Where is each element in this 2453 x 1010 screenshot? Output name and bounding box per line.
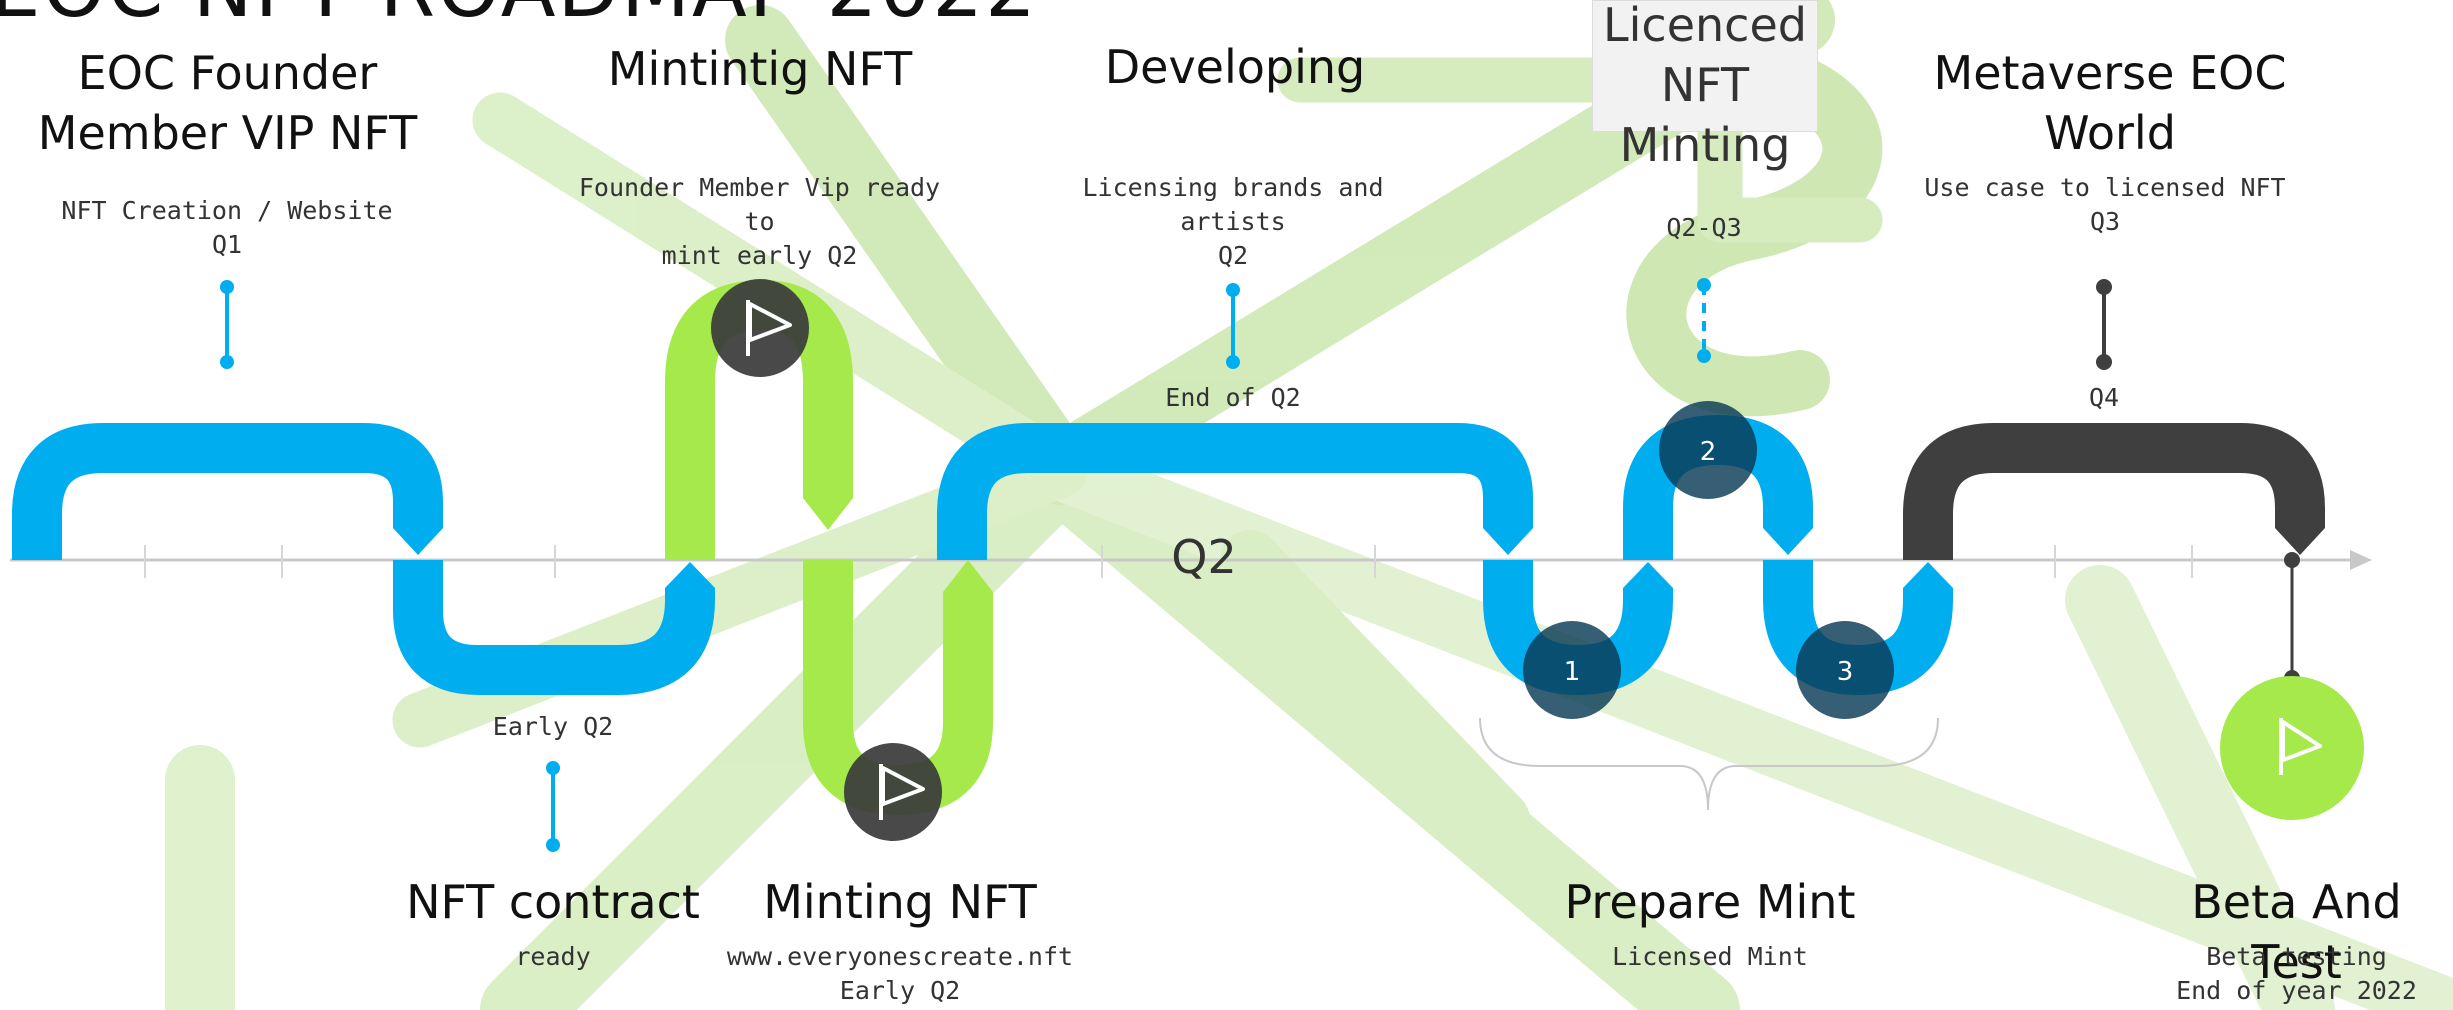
bottom-desc-beta-test: Beta testing End of year 2022 — [2176, 942, 2417, 1005]
milestone-desc-licenced: Q2-Q3 — [1666, 213, 1742, 242]
step-marker-2: 2 — [1659, 401, 1757, 499]
milestone-desc-developing: Licensing brands and artists Q2 — [1082, 173, 1384, 270]
milestone-desc-metaverse: Use case to licensed NFT Q3 — [1924, 173, 2286, 236]
licenced-title-box — [1592, 0, 1818, 132]
timeline-path-dark — [1903, 423, 2325, 560]
flag-marker-beta — [2220, 676, 2364, 820]
milestone-title-mintintig: Mintintig NFT — [607, 42, 913, 96]
flag-icon — [2279, 718, 2322, 775]
step-number-3: 3 — [1837, 657, 1854, 687]
pin-metaverse — [2096, 279, 2112, 370]
bottom-title-beta-test: Beta And Test — [2191, 875, 2402, 989]
bottom-desc-prepare-mint: Licensed Mint — [1612, 942, 1808, 971]
center-q2-label: Q2 — [1171, 530, 1237, 584]
green-arrow-tips — [803, 498, 993, 592]
connector-pins — [220, 278, 2300, 852]
pin-q1 — [220, 280, 234, 369]
milestone-end-developing: End of Q2 — [1165, 383, 1301, 412]
axis-arrowhead — [2350, 550, 2372, 570]
flag-marker-2 — [844, 743, 942, 841]
milestone-title-metaverse: Metaverse EOC World — [1933, 46, 2287, 160]
flag-icon — [746, 300, 792, 356]
bottom-desc-nft-contract: ready — [515, 942, 591, 971]
pin-q2-dev — [1226, 283, 1240, 369]
bottom-desc-minting-nft: www.everyonescreate.nft Early Q2 — [726, 942, 1074, 1005]
milestone-desc-founder-vip: NFT Creation / Website Q1 — [61, 196, 393, 259]
milestone-title-licenced: Licenced NFT Minting — [1603, 0, 1807, 172]
flag-icon — [879, 764, 925, 820]
milestone-title-developing: Developing — [1104, 40, 1366, 94]
page-title: EOC NFT ROADMAP 2022 — [0, 0, 1038, 35]
step-marker-1: 1 — [1523, 621, 1621, 719]
pin-beta — [2284, 552, 2300, 686]
bottom-title-minting-nft: Minting NFT — [763, 875, 1037, 929]
bottom-title-prepare-mint: Prepare Mint — [1564, 875, 1856, 929]
milestone-end-metaverse: Q4 — [2088, 383, 2120, 412]
step-number-1: 1 — [1564, 657, 1581, 687]
bottom-early-q2: Early Q2 — [492, 712, 614, 741]
prepare-mint-bracket — [1479, 717, 1939, 811]
milestone-desc-mintintig: Founder Member Vip ready to mint early Q… — [578, 173, 941, 270]
pin-licenced — [1697, 278, 1711, 363]
step-marker-3: 3 — [1796, 621, 1894, 719]
step-number-2: 2 — [1700, 437, 1717, 467]
blue-arrow-tips — [393, 528, 1953, 588]
bottom-title-nft-contract: NFT contract — [406, 875, 700, 929]
milestone-title-founder-vip: EOC Founder Member VIP NFT — [37, 46, 418, 160]
pin-early-q2 — [546, 761, 560, 852]
axis-ticks — [144, 545, 2193, 578]
flag-marker-1 — [711, 279, 809, 377]
watermark-arrow-logo — [165, 0, 2453, 1010]
